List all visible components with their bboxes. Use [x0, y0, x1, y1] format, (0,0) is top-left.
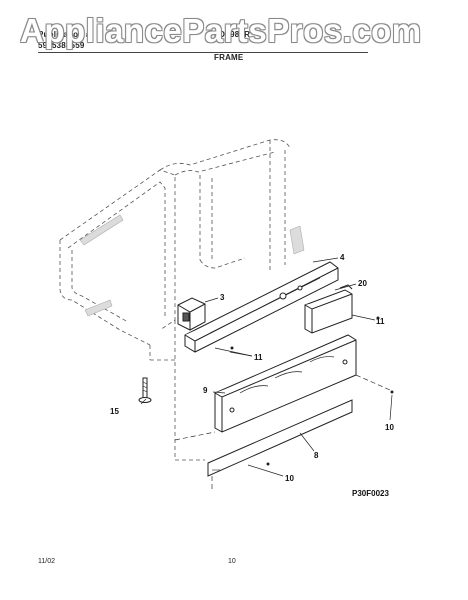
- footer-date: 11/02: [38, 558, 55, 565]
- figure-code: P30F0023: [352, 489, 389, 498]
- callout-4: 4: [340, 253, 345, 262]
- projection-lines: [174, 374, 391, 490]
- publication-label: Publication #: [38, 30, 91, 39]
- callout-3: 3: [220, 293, 225, 302]
- callout-20: 20: [358, 279, 367, 288]
- publication-number: 5995381559: [38, 41, 85, 50]
- screws: [230, 316, 394, 466]
- watermark-logo: AppliancePartsPros.com: [20, 12, 422, 49]
- callout-15: 15: [110, 407, 119, 416]
- cabinet-frame-phantom: [59, 139, 291, 461]
- leader-lines: [140, 257, 393, 477]
- callout-11-right: 11: [376, 317, 385, 326]
- footer-page-number: 10: [228, 558, 236, 565]
- frame-hatch: [79, 214, 305, 317]
- model-number: FDL985R: [214, 30, 251, 39]
- callout-10-right: 10: [385, 423, 394, 432]
- callout-9: 9: [203, 386, 208, 395]
- section-title: FRAME: [214, 53, 244, 62]
- part-15-leveling-leg: [138, 377, 152, 403]
- callout-10-bottom: 10: [285, 474, 294, 483]
- callout-8: 8: [314, 451, 319, 460]
- part-8-toe-panel: [207, 399, 353, 477]
- part-9-kickplate: [214, 334, 357, 433]
- header-rule: [38, 52, 368, 53]
- callout-11-center: 11: [254, 353, 263, 362]
- part-4-rail: [184, 261, 339, 353]
- part-3-clip: [177, 297, 206, 331]
